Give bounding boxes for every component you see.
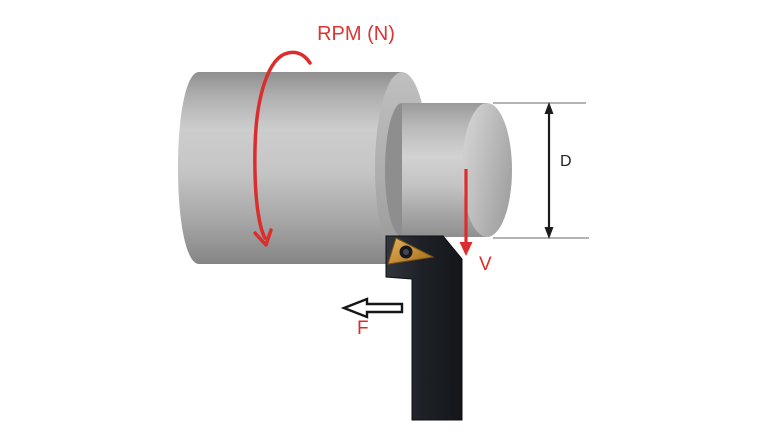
diameter-label: D bbox=[560, 153, 572, 170]
dimension-arrowhead-up bbox=[544, 102, 554, 114]
workpiece-large-cylinder-body bbox=[178, 72, 402, 264]
rotation-arrowhead bbox=[253, 228, 273, 247]
feed-arrow bbox=[340, 297, 404, 319]
rotation-arrow bbox=[253, 50, 312, 240]
workpiece-small-cylinder-face bbox=[462, 103, 512, 237]
rpm-label: RPM (N) bbox=[317, 23, 395, 45]
tool-holder bbox=[385, 235, 463, 421]
feed-label: F bbox=[357, 318, 369, 339]
velocity-label: V bbox=[479, 254, 492, 275]
dimension-arrowhead-down bbox=[544, 227, 554, 239]
velocity-arrowhead bbox=[459, 242, 473, 256]
insert-screw-center bbox=[403, 249, 409, 255]
